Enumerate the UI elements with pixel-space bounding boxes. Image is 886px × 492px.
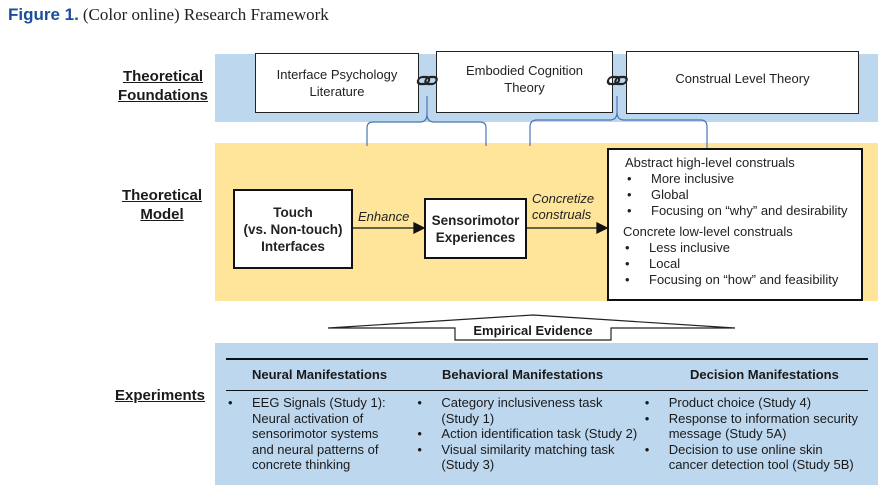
arrow-label-line: construals [532, 207, 592, 222]
row-label-experiments: Experiments [110, 386, 210, 405]
arrow-enhance-head [413, 221, 426, 235]
column-neural: EEG Signals (Study 1): Neural activation… [226, 395, 415, 473]
concrete-list: Less inclusive Local Focusing on “how” a… [623, 240, 861, 288]
foundation-box-construal-level: Construal Level Theory [626, 51, 859, 114]
column-heading-behavioral: Behavioral Manifestations [442, 367, 604, 382]
neural-item: EEG Signals (Study 1): Neural activation… [226, 395, 415, 473]
foundation-box-interface-psychology: Interface Psychology Literature [255, 53, 419, 113]
abstract-item: Focusing on “why” and desirability [625, 203, 861, 219]
table-top-rule [226, 358, 868, 360]
abstract-heading: Abstract high-level construals [625, 155, 795, 170]
table-header-row: Neural Manifestations Behavioral Manifes… [226, 360, 868, 390]
foundation-box-embodied-cognition: Embodied Cognition Theory [436, 51, 613, 113]
behavioral-item: Visual similarity matching task (Study 3… [415, 442, 642, 473]
row-label-theoretical-foundations: Theoretical Foundations [110, 67, 216, 105]
box-text: Sensorimotor [431, 212, 520, 228]
empirical-evidence-arrow [327, 314, 736, 341]
box-text: Theory [504, 80, 545, 95]
decision-item: Decision to use online skin cancer detec… [643, 442, 868, 473]
figure-caption: Figure 1.(Color online) Research Framewo… [8, 5, 329, 25]
decision-item: Product choice (Study 4) [643, 395, 868, 411]
behavioral-item: Category inclusiveness task (Study 1) [415, 395, 642, 426]
box-text: (vs. Non-touch) [243, 221, 343, 237]
concretize-label: Concretize construals [532, 191, 594, 223]
figure-label: Figure 1. [8, 5, 79, 24]
column-behavioral: Category inclusiveness task (Study 1) Ac… [415, 395, 642, 473]
row-label-theoretical-model: Theoretical Model [112, 186, 212, 224]
table-body-row: EEG Signals (Study 1): Neural activation… [226, 391, 868, 473]
bracket-right [529, 96, 708, 148]
touch-interfaces-box: Touch (vs. Non-touch) Interfaces [233, 189, 353, 269]
box-text: Experiences [435, 229, 516, 245]
figure-title: (Color online) Research Framework [82, 5, 329, 24]
row-label-line: Theoretical [121, 187, 203, 204]
behavioral-item: Action identification task (Study 2) [415, 426, 642, 442]
row-label-line: Model [140, 206, 184, 223]
arrow-concretize-head [596, 221, 609, 235]
sensorimotor-experiences-box: Sensorimotor Experiences [424, 198, 527, 259]
box-text: Literature [309, 84, 365, 99]
link-icon [416, 75, 438, 86]
construal-levels-box: Abstract high-level construals More incl… [607, 148, 863, 301]
row-label-line: Theoretical [122, 68, 204, 85]
experiments-table: Neural Manifestations Behavioral Manifes… [226, 358, 868, 473]
box-text: Interface Psychology [276, 67, 398, 82]
row-label-line: Experiments [114, 387, 206, 404]
arrow-label-line: Concretize [532, 191, 595, 206]
concrete-item: Local [623, 256, 861, 272]
row-label-line: Foundations [118, 87, 208, 104]
column-heading-neural: Neural Manifestations [252, 367, 388, 382]
column-decision: Product choice (Study 4) Response to inf… [643, 395, 868, 473]
enhance-label: Enhance [358, 209, 410, 224]
concrete-item: Less inclusive [623, 240, 861, 256]
concrete-heading: Concrete low-level construals [623, 224, 793, 239]
concrete-item: Focusing on “how” and feasibility [623, 272, 861, 288]
abstract-item: More inclusive [625, 171, 861, 187]
empirical-evidence-label: Empirical Evidence [473, 323, 593, 338]
box-text: Construal Level Theory [675, 71, 810, 86]
bracket-left [366, 96, 487, 146]
table-header-rule [226, 389, 868, 391]
box-text: Touch [273, 204, 313, 220]
decision-item: Response to information security message… [643, 411, 868, 442]
column-heading-decision: Decision Manifestations [690, 367, 839, 382]
box-text: Embodied Cognition [465, 63, 584, 78]
abstract-list: More inclusive Global Focusing on “why” … [625, 171, 861, 219]
abstract-item: Global [625, 187, 861, 203]
box-text: Interfaces [261, 238, 325, 254]
link-icon [606, 75, 628, 86]
